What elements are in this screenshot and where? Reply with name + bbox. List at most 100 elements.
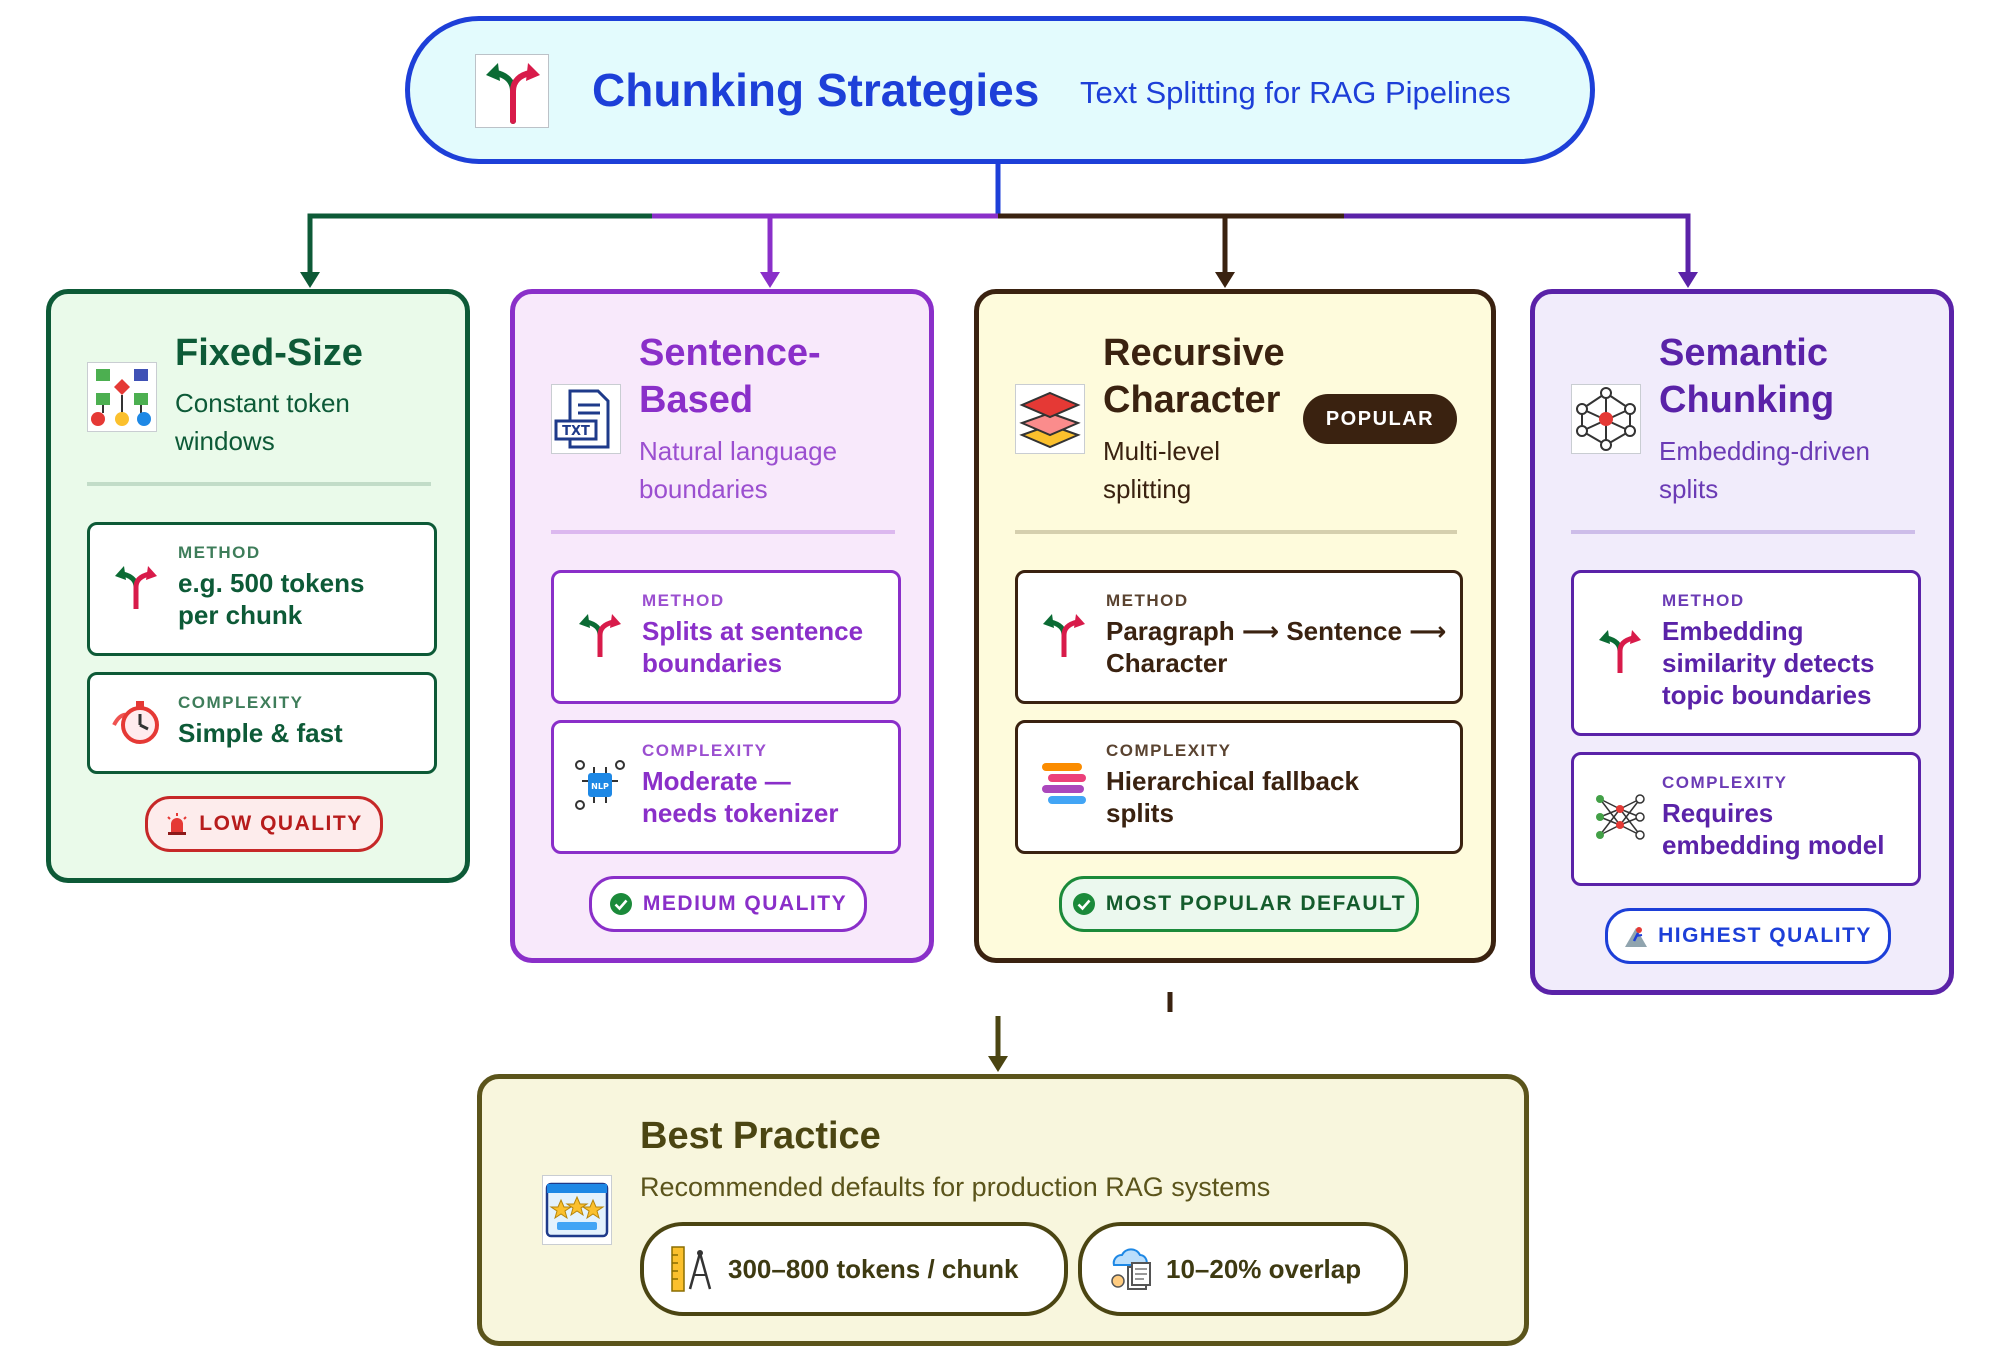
- check-circle-icon: [1072, 892, 1096, 916]
- svg-text:NLP: NLP: [591, 782, 609, 791]
- alarm-icon: [165, 812, 189, 836]
- card-subtitle-line: splits: [1659, 474, 1719, 504]
- card-title-line: Based: [639, 379, 754, 421]
- climber-icon: [1624, 924, 1648, 948]
- chunk-size-label: 300–800 tokens / chunk: [728, 1253, 1019, 1284]
- check-circle-icon: [609, 892, 633, 916]
- complexity-value-line: Simple & fast: [178, 718, 343, 748]
- overlap-chip: 10–20% overlap: [1078, 1222, 1408, 1316]
- method-label: METHOD: [1106, 591, 1189, 610]
- card-subtitle-line: splitting: [1103, 474, 1192, 504]
- header-banner: Chunking Strategies Text Splitting for R…: [405, 16, 1595, 164]
- strategy-card-recursive-character: Recursive Character POPULAR Multi-level …: [974, 289, 1496, 963]
- connector-semantic: [1344, 213, 1691, 272]
- card-subtitle-line: Multi-level: [1103, 436, 1221, 466]
- popular-badge: POPULAR: [1303, 394, 1457, 444]
- complexity-box: COMPLEXITY Simple & fast: [87, 672, 437, 774]
- card-subtitle-line: Constant token: [175, 388, 350, 418]
- strategy-card-sentence-based: TXT Sentence- Based Natural language bou…: [510, 289, 934, 963]
- complexity-label: COMPLEXITY: [1106, 741, 1232, 760]
- best-practice-subtitle: Recommended defaults for production RAG …: [640, 1172, 1271, 1202]
- method-value-line: Paragraph ⟶ Sentence ⟶: [1106, 616, 1447, 646]
- rating-stars-icon: [542, 1175, 612, 1245]
- card-subtitle-line: Embedding-driven: [1659, 436, 1871, 466]
- quality-label: MEDIUM QUALITY: [642, 892, 848, 915]
- cloud-documents-icon: [1106, 1245, 1154, 1293]
- card-title-line: Recursive: [1103, 332, 1285, 374]
- method-box: METHOD Paragraph ⟶ Sentence ⟶ Character: [1015, 570, 1463, 704]
- complexity-box: NLP COMPLEXITY Moderate — needs tokenize…: [551, 720, 901, 854]
- dense-network-icon: [1594, 791, 1646, 843]
- quality-label: HIGHEST QUALITY: [1658, 924, 1872, 947]
- arrowhead-semantic: [1678, 272, 1698, 288]
- arrowhead-recursive: [1215, 272, 1235, 288]
- arrowhead-fixed: [300, 272, 320, 288]
- overlap-label: 10–20% overlap: [1166, 1253, 1362, 1284]
- quality-label: LOW QUALITY: [199, 812, 363, 835]
- card-title-line: Character: [1103, 379, 1281, 421]
- divider: [551, 530, 895, 534]
- method-box: METHOD e.g. 500 tokens per chunk: [87, 522, 437, 656]
- ruler-compass-icon: [668, 1245, 716, 1293]
- complexity-value-line: Moderate —: [642, 766, 791, 796]
- method-label: METHOD: [178, 543, 261, 562]
- quality-badge: HIGHEST QUALITY: [1605, 908, 1891, 964]
- chunk-size-chip: 300–800 tokens / chunk: [640, 1222, 1068, 1316]
- stopwatch-icon: [110, 695, 162, 747]
- page-subtitle: Text Splitting for RAG Pipelines: [1080, 75, 1511, 110]
- divider: [1015, 530, 1457, 534]
- method-value-line: topic boundaries: [1662, 680, 1872, 710]
- complexity-value-line: splits: [1106, 798, 1174, 828]
- connector-recursive: [998, 213, 1344, 272]
- split-arrow-icon: [475, 54, 549, 128]
- flowchart-icon: [87, 362, 157, 432]
- split-arrow-icon: [110, 561, 162, 613]
- card-subtitle-line: Natural language: [639, 436, 838, 466]
- arrowhead-best: [988, 1056, 1008, 1072]
- method-box: METHOD Embedding similarity detects topi…: [1571, 570, 1921, 736]
- method-box: METHOD Splits at sentence boundaries: [551, 570, 901, 704]
- complexity-label: COMPLEXITY: [178, 693, 304, 712]
- method-value-line: similarity detects: [1662, 648, 1875, 678]
- split-arrow-icon: [574, 609, 626, 661]
- complexity-value-line: Hierarchical fallback: [1106, 766, 1359, 796]
- layers-icon: [1015, 384, 1085, 454]
- method-value-line: Embedding: [1662, 616, 1804, 646]
- neural-network-icon: [1571, 384, 1641, 454]
- method-label: METHOD: [1662, 591, 1745, 610]
- complexity-box: COMPLEXITY Hierarchical fallback splits: [1015, 720, 1463, 854]
- connector-sentence: [652, 213, 998, 272]
- txt-file-icon: TXT: [551, 384, 621, 454]
- quality-badge: LOW QUALITY: [145, 796, 383, 852]
- method-value-line: per chunk: [178, 600, 303, 630]
- complexity-value-line: embedding model: [1662, 830, 1885, 860]
- method-value-line: boundaries: [642, 648, 783, 678]
- method-label: METHOD: [642, 591, 725, 610]
- method-value-line: e.g. 500 tokens: [178, 568, 365, 598]
- arrowhead-sentence: [760, 272, 780, 288]
- split-arrow-icon: [1594, 625, 1646, 677]
- hierarchy-bars-icon: [1038, 759, 1090, 811]
- strategy-card-semantic-chunking: Semantic Chunking Embedding-driven split…: [1530, 289, 1954, 995]
- card-title-line: Chunking: [1659, 379, 1835, 421]
- method-value-line: Splits at sentence: [642, 616, 864, 646]
- best-practice-panel: Best Practice Recommended defaults for p…: [477, 1074, 1529, 1346]
- card-title: Fixed-Size: [175, 332, 363, 374]
- best-practice-title: Best Practice: [640, 1115, 881, 1157]
- divider: [87, 482, 431, 486]
- complexity-value-line: needs tokenizer: [642, 798, 839, 828]
- quality-badge: MEDIUM QUALITY: [589, 876, 867, 932]
- connector-fixed: [307, 213, 652, 272]
- nlp-chip-icon: NLP: [574, 759, 626, 811]
- complexity-value-line: Requires: [1662, 798, 1774, 828]
- complexity-box: COMPLEXITY Requires embedding model: [1571, 752, 1921, 886]
- complexity-label: COMPLEXITY: [1662, 773, 1788, 792]
- quality-badge: MOST POPULAR DEFAULT: [1059, 876, 1419, 932]
- divider: [1571, 530, 1915, 534]
- method-value-line: Character: [1106, 648, 1228, 678]
- card-subtitle-line: boundaries: [639, 474, 768, 504]
- svg-text:TXT: TXT: [562, 424, 590, 439]
- strategy-card-fixed-size: Fixed-Size Constant token windows METHOD…: [46, 289, 470, 883]
- card-title-line: Sentence-: [639, 332, 821, 374]
